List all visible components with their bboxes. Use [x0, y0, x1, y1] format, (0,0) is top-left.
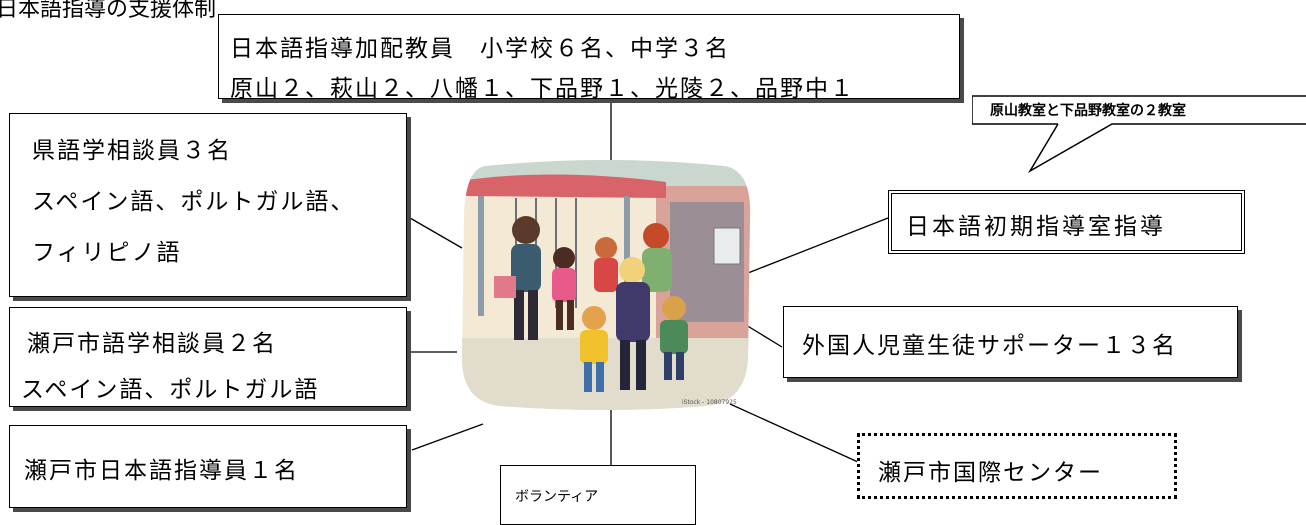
illustration: iStock - 10807925	[456, 158, 754, 412]
ken-box: 県語学相談員３名 スペイン語、ポルトガル語、 フィリピノ語	[9, 113, 407, 297]
ken-line2: スペイン語、ポルトガル語、	[32, 189, 356, 215]
seto-gogaku-line2: スペイン語、ポルトガル語	[21, 377, 320, 403]
callout: 原山教室と下品野教室の２教室	[972, 83, 1306, 173]
kahai-line1: 日本語指導加配教員 小学校６名、中学３名	[230, 36, 730, 62]
ken-line3: フィリピノ語	[32, 240, 182, 266]
seto-shido-text: 瀬戸市日本語指導員１名	[24, 458, 299, 484]
kahai-line2: 原山２、萩山２、八幡１、下品野１、光陵２、品野中１	[230, 76, 855, 102]
page-title: 日本語指導の支援体制	[0, 0, 217, 22]
ken-line1: 県語学相談員３名	[32, 138, 232, 164]
illustration-watermark: iStock - 10807925	[682, 399, 737, 406]
supporter-text: 外国人児童生徒サポーター１３名	[802, 333, 1177, 359]
kokusai-box: 瀬戸市国際センター	[857, 433, 1177, 499]
volunteer-box: ボランティア	[500, 465, 696, 525]
supporter-box: 外国人児童生徒サポーター１３名	[783, 306, 1238, 378]
callout-text: 原山教室と下品野教室の２教室	[990, 103, 1186, 119]
seto-shido-box: 瀬戸市日本語指導員１名	[9, 425, 407, 508]
kokusai-text: 瀬戸市国際センター	[878, 460, 1103, 486]
seto-gogaku-line1: 瀬戸市語学相談員２名	[27, 331, 277, 357]
shoki-box: 日本語初期指導室指導	[888, 190, 1245, 254]
kahai-box: 日本語指導加配教員 小学校６名、中学３名 原山２、萩山２、八幡１、下品野１、光陵…	[218, 14, 960, 102]
shoki-text: 日本語初期指導室指導	[906, 214, 1166, 240]
students-illustration: iStock - 10807925	[462, 160, 751, 410]
callout-shape	[972, 95, 1306, 173]
volunteer-text: ボランティア	[515, 489, 599, 505]
seto-gogaku-box: 瀬戸市語学相談員２名 スペイン語、ポルトガル語	[9, 307, 407, 407]
